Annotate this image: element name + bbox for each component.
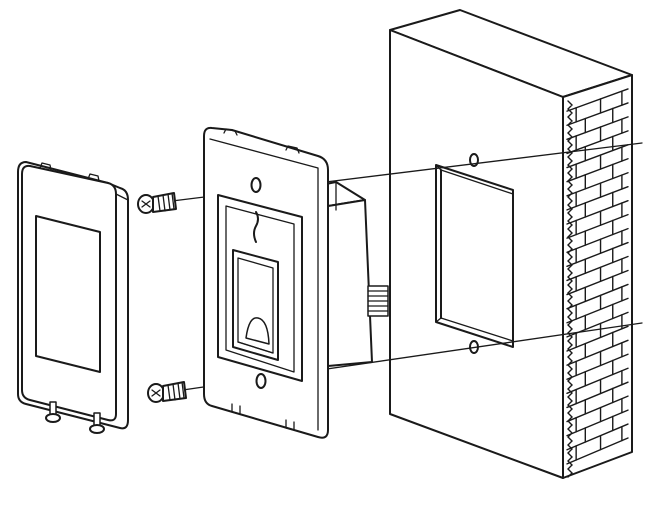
- cover-display-window: [35, 215, 101, 373]
- brick-mortar-line: [566, 255, 629, 282]
- status-led-icon: [253, 211, 259, 243]
- brick-mortar-line: [566, 409, 629, 437]
- brick-mortar-line: [566, 241, 629, 268]
- mounting-plate-clip-left: [231, 403, 241, 415]
- brick-texture: [566, 88, 629, 478]
- brick-mortar-line: [566, 227, 629, 253]
- wall-box-opening: [435, 164, 514, 348]
- reader-face-inner: [225, 205, 295, 373]
- brick-mortar-line: [566, 199, 629, 225]
- plate-screw-hole-bottom: [255, 373, 267, 389]
- wall-side-face: [562, 74, 633, 479]
- plate-screw-hole-top: [250, 177, 262, 193]
- brick-mortar-line: [566, 339, 629, 366]
- front-cover: [17, 161, 129, 434]
- mounting-plate-clip-right: [285, 419, 295, 431]
- brick-mortar-line: [566, 437, 629, 465]
- brick-mortar-line: [566, 102, 629, 126]
- brick-mortar-line: [566, 283, 629, 310]
- brick-mortar-line: [566, 130, 629, 155]
- brick-mortar-line: [566, 381, 629, 409]
- brick-mortar-line: [566, 172, 629, 197]
- brick-mortar-line: [566, 297, 629, 324]
- fingerprint-sensor-icon: [245, 317, 270, 345]
- mounting-plate-inner-edge: [209, 138, 319, 431]
- brick-mortar-line: [566, 325, 629, 352]
- fingerprint-reader-unit: [203, 126, 389, 439]
- screw-bottom: [147, 381, 187, 403]
- brick-mortar-line: [566, 367, 629, 395]
- brick-mortar-line: [566, 88, 629, 112]
- connector-pins: [367, 285, 389, 317]
- brick-mortar-line: [566, 353, 629, 380]
- brick-mortar-line: [566, 144, 629, 169]
- brick-mortar-line: [566, 158, 629, 183]
- cover-screw-left: [45, 401, 61, 423]
- screw-top: [137, 192, 177, 214]
- brick-mortar-line: [566, 116, 629, 141]
- brick-mortar-line: [566, 186, 629, 211]
- brick-mortar-line: [566, 395, 629, 423]
- brick-edge: [567, 100, 573, 478]
- fingerprint-sensor-bezel: [232, 249, 279, 361]
- cover-screw-right: [89, 412, 105, 434]
- brick-mortar-line: [566, 269, 629, 296]
- cover-side-edge: [115, 193, 129, 201]
- wall-box-recess: [435, 164, 514, 348]
- brick-mortar-line: [566, 213, 629, 239]
- brick-mortar-line: [566, 423, 629, 451]
